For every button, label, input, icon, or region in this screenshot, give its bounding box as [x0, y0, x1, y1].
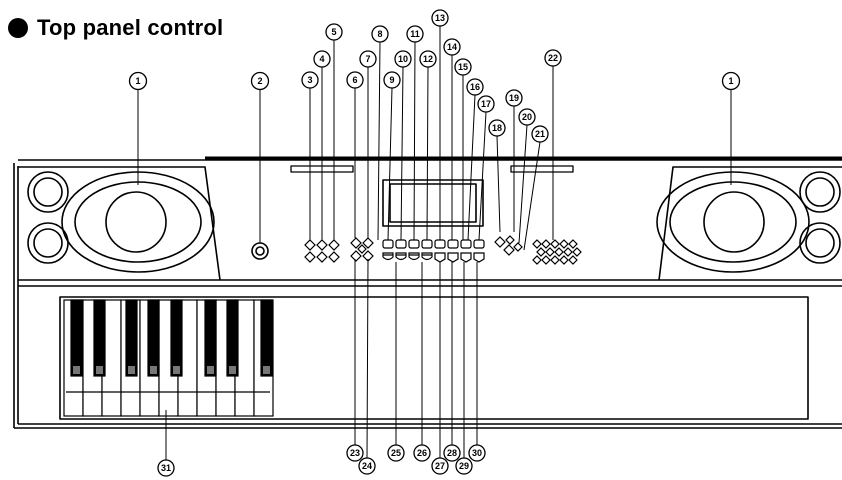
callout-9: 9: [389, 75, 394, 85]
lcd-display-inner: [389, 183, 477, 223]
diamond-buttons-3-5: [304, 239, 340, 263]
cursor-buttons-18-21: [494, 235, 523, 256]
keyboard-body-outline: [13, 159, 842, 429]
callout-4: 4: [319, 54, 324, 64]
callout-13: 13: [435, 13, 445, 23]
left-speaker-outer: [61, 171, 215, 273]
callout-12: 12: [423, 54, 433, 64]
left-speaker-cone: [105, 191, 167, 253]
right-corner-knob-bottom: [799, 222, 841, 264]
headphone-jack: [251, 242, 269, 260]
callout-27: 27: [435, 461, 445, 471]
callout-1-left: 1: [135, 76, 140, 86]
left-speaker-inner: [74, 181, 202, 263]
callout-30: 30: [472, 448, 482, 458]
callout-11: 11: [410, 29, 420, 39]
callout-28: 28: [447, 448, 457, 458]
right-speaker-outer: [656, 171, 810, 273]
callout-14: 14: [447, 42, 457, 52]
left-corner-knob-bottom: [27, 222, 69, 264]
callout-21: 21: [535, 129, 545, 139]
callout-5: 5: [331, 27, 336, 37]
callout-17: 17: [481, 99, 491, 109]
callout-8: 8: [377, 29, 382, 39]
keyboard-keys: [63, 299, 274, 417]
left-speaker-frame: [18, 166, 221, 281]
callout-1-right: 1: [728, 76, 733, 86]
callout-3: 3: [307, 75, 312, 85]
panel-bottom-edge: [18, 279, 842, 287]
callout-2: 2: [257, 76, 262, 86]
left-corner-knob-top: [27, 171, 69, 213]
right-speaker-inner: [669, 181, 797, 263]
callout-25: 25: [391, 448, 401, 458]
callout-22: 22: [548, 53, 558, 63]
callout-7: 7: [365, 54, 370, 64]
button-row-top: [382, 239, 485, 249]
section-title-text: Top panel control: [37, 15, 224, 40]
button-row-bottom: [382, 252, 485, 263]
callout-29: 29: [459, 461, 469, 471]
section-title: Top panel control: [8, 14, 223, 42]
callout-15: 15: [458, 62, 468, 72]
right-speaker-cone: [703, 191, 765, 253]
callout-20: 20: [522, 112, 532, 122]
callout-6: 6: [352, 75, 357, 85]
callout-19: 19: [509, 93, 519, 103]
keybed-outline: [59, 296, 809, 420]
numeric-keypad-22: [532, 239, 582, 265]
bullet-icon: [8, 18, 28, 38]
callout-10: 10: [398, 54, 408, 64]
diamond-buttons-6-7: [350, 237, 374, 262]
callout-16: 16: [470, 82, 480, 92]
callout-31: 31: [161, 463, 171, 473]
callout-18: 18: [492, 123, 502, 133]
right-corner-knob-top: [799, 171, 841, 213]
right-slot: [510, 165, 574, 173]
lcd-display-outer: [382, 179, 484, 227]
callout-26: 26: [417, 448, 427, 458]
callout-24: 24: [362, 461, 372, 471]
callout-23: 23: [350, 448, 360, 458]
